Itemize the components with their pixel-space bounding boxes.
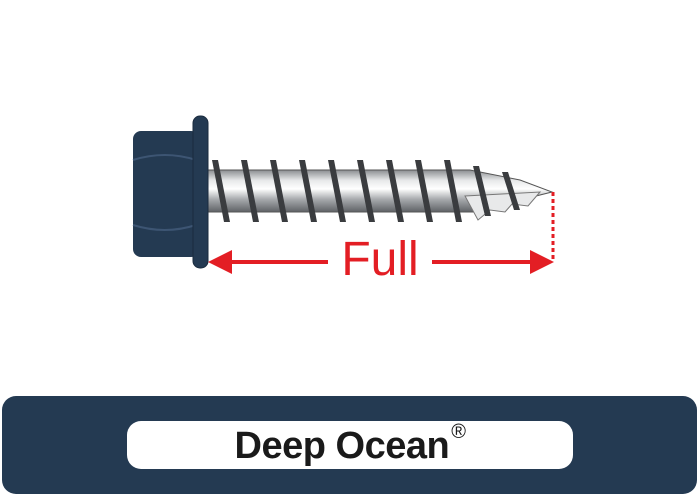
thread-ridge	[241, 160, 259, 222]
dimension-label: Full	[341, 233, 419, 286]
thread-ridge	[386, 160, 404, 222]
thread-ridge	[212, 160, 230, 222]
screw-shank	[207, 169, 554, 221]
color-name-pill: Deep Ocean®	[127, 421, 573, 469]
hex-head	[132, 115, 209, 269]
dimension-arrow	[208, 192, 555, 274]
thread-ridge	[299, 160, 317, 222]
screw-illustration	[132, 115, 555, 274]
color-name: Deep Ocean®	[234, 421, 466, 468]
thread-ridge	[328, 160, 346, 222]
thread-ridge	[270, 160, 288, 222]
arrow-left-icon	[208, 250, 232, 274]
thread-ridge	[502, 172, 520, 210]
thread-ridge	[444, 160, 462, 222]
thread-ridge	[473, 166, 491, 216]
color-name-text: Deep Ocean	[234, 424, 450, 467]
color-banner: Deep Ocean®	[2, 396, 697, 494]
arrow-right-icon	[530, 250, 554, 274]
thread-ridge	[357, 160, 375, 222]
registered-mark: ®	[451, 420, 466, 443]
thread-ridge	[415, 160, 433, 222]
screw-threads	[212, 160, 520, 222]
